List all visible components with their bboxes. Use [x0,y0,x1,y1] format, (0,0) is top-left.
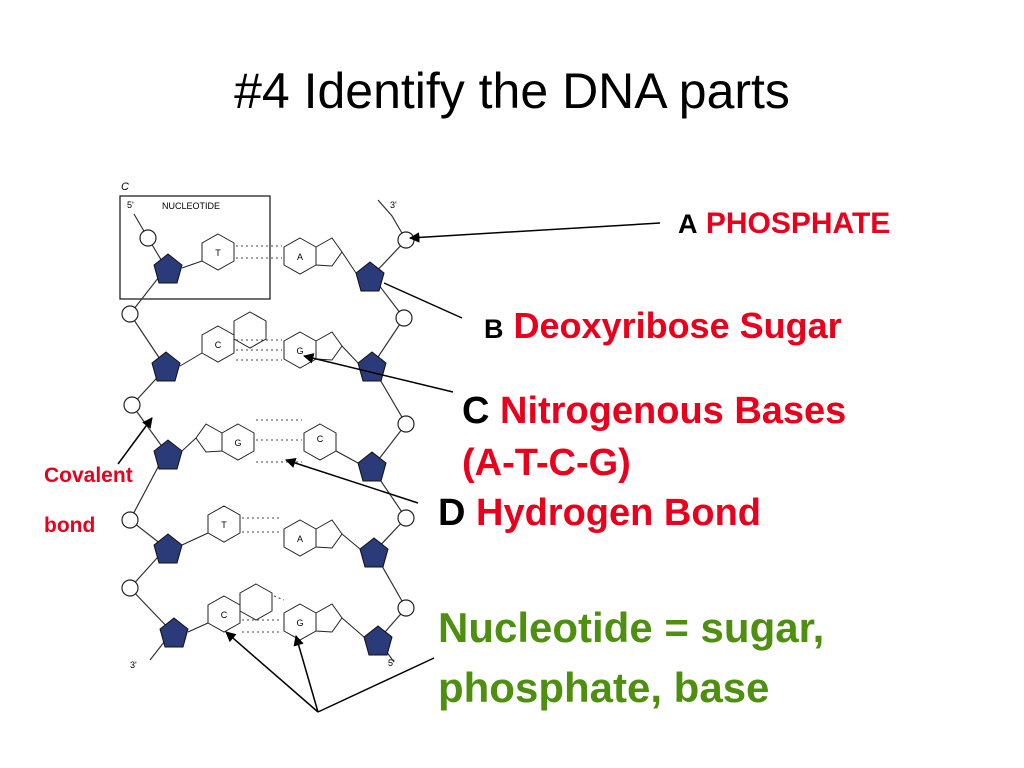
base-letter: A [297,252,303,262]
covalent-bond-label-2: bond [44,514,95,538]
base-ring [315,331,343,361]
base-letter: G [234,438,241,448]
base-ring [207,505,241,543]
label-b-letter: B [484,314,504,344]
phosphate-circle [397,415,415,433]
label-d-letter: D [438,492,466,534]
base-ring [303,423,337,461]
sugar-pentagon [357,451,387,482]
right-sugars [355,261,393,656]
pointer-phosphate [408,222,661,243]
label-d: D Hydrogen Bond [438,492,761,535]
glycosidic-bond [187,622,209,633]
label-c-line2: (A-T-C-G) [462,442,631,484]
pointer-nucleotide-1 [225,631,319,713]
phosphate-circle [395,309,413,327]
nucleotide-box [119,195,271,300]
sugar-pentagon [359,537,389,568]
covalent-bond-label: Covalent [44,464,133,488]
base-ring [201,233,235,271]
phosphate-circle [397,231,415,249]
glycosidic-bond [181,260,203,269]
sugar-pentagon [355,261,385,292]
panel-letter: C [121,181,129,193]
phosphate-circle [397,509,415,527]
glycosidic-bond [341,251,357,274]
base-pair-3: G C [181,419,359,464]
base-ring [315,603,343,633]
slide-title: #4 Identify the DNA parts [234,63,790,119]
glycosidic-bond [341,617,365,638]
label-c: C Nitrogenous Bases [462,390,846,433]
base-ring [315,519,343,549]
nucleotide-definition-line2: phosphate, base [438,664,770,711]
base-ring [195,423,223,453]
base-letter: G [296,618,303,628]
base-letter: A [297,534,303,544]
right-phosphates [395,231,415,617]
left-sugars [151,253,189,648]
hydrogen-bond [273,595,285,601]
label-a: A PHOSPHATE [678,207,890,241]
label-a-term: PHOSPHATE [705,207,891,240]
glycosidic-bond [335,450,359,464]
phosphate-circle [121,579,139,597]
base-letter: T [221,520,227,530]
label-c-term: Nitrogenous Bases [500,390,847,432]
strand-label-left-bottom: 3' [130,660,137,670]
base-letter: G [296,346,303,356]
pointer-nucleotide-3 [317,657,435,713]
label-b-term: Deoxyribose Sugar [513,305,842,346]
pointer-nucleotide-2 [293,634,319,713]
sugar-pentagon [153,533,183,564]
base-ring [239,583,273,621]
glycosidic-bond [179,352,203,367]
base-ring [233,311,267,349]
base-pair-5: C G [187,583,365,641]
base-pair-4: T A [181,505,361,557]
label-d-term: Hydrogen Bond [476,492,761,534]
strand-label-right-bottom: 5' [388,658,395,668]
phosphate-circle [139,229,157,247]
label-c-letter: C [462,390,490,432]
nucleotide-definition-line1: Nucleotide = sugar, [438,604,825,651]
phosphate-circle [397,599,415,617]
covalent-label-line2: bond [44,514,96,537]
phosphate-circle [123,396,141,414]
phosphate-circle [121,305,139,323]
strand-label-left-top: 5' [127,200,134,210]
base-letter: T [215,248,221,258]
pointer-bases [302,353,454,393]
sugar-pentagon [363,625,393,656]
base-ring [315,237,343,267]
base-letter: C [317,434,324,444]
glycosidic-bond [341,533,361,550]
glycosidic-bond [341,345,359,364]
pointer-sugar [383,282,463,319]
base-pair-1: T A [181,233,357,275]
sugar-pentagon [153,253,183,284]
sugar-pentagon [159,617,189,648]
covalent-label-line1: Covalent [44,464,133,487]
nucleotide-box-label: NUCLEOTIDE [162,201,220,211]
strand-label-right-top: 3' [390,200,397,210]
base-letter: C [215,340,222,350]
pointer-covalent-bond [117,417,153,465]
label-a-letter: A [678,209,698,239]
left-phosphates [121,229,157,597]
base-pair-2: C G [179,311,359,369]
phosphate-circle [121,511,139,529]
label-b: B Deoxyribose Sugar [484,305,842,347]
glycosidic-bond [181,437,197,452]
pointer-hydrogen-bond [285,457,419,504]
glycosidic-bond [181,532,209,546]
sugar-pentagon [153,439,183,470]
base-letter: C [221,610,228,620]
sugar-pentagon [151,351,181,382]
